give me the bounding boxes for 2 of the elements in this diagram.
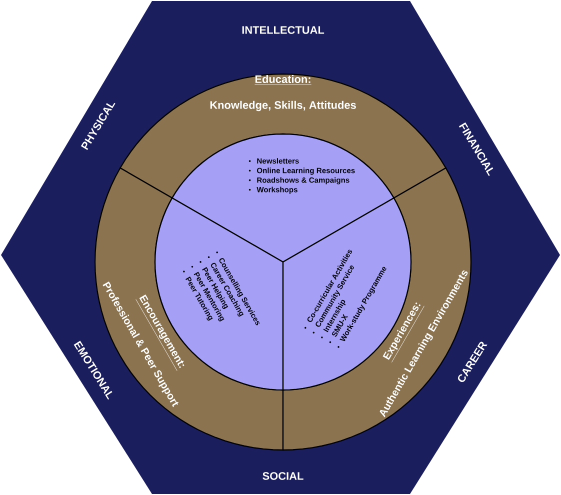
side-label: INTELLECTUAL (242, 26, 324, 34)
side-label: SOCIAL (262, 472, 304, 480)
